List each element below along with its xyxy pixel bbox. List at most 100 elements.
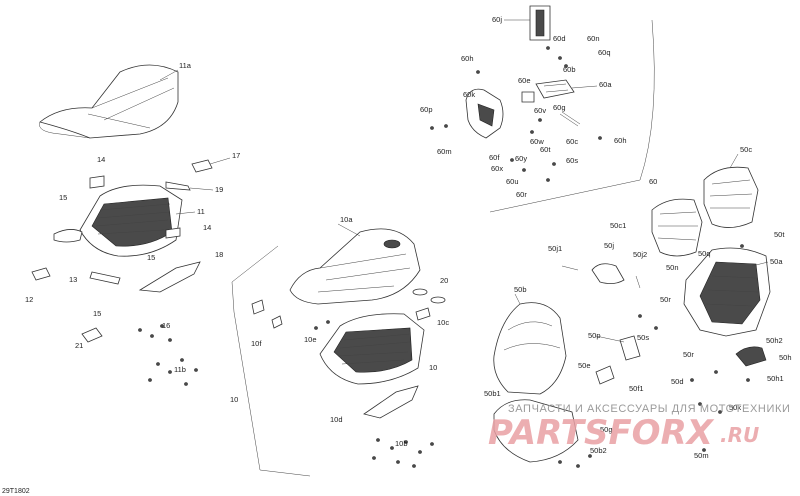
hardware-50 xyxy=(558,244,750,468)
watermark-logo: PARTSFORX xyxy=(488,413,715,453)
heat-shield-10d xyxy=(363,385,419,419)
callout-label: 60k xyxy=(463,90,475,99)
backrest-pad-50c xyxy=(703,166,759,228)
callout-label: 50j2 xyxy=(633,250,647,259)
callout-label: 60w xyxy=(530,137,544,146)
seat-cover-10a xyxy=(289,228,421,305)
watermark-suffix: .RU xyxy=(720,423,759,447)
watermark-tagline: ЗАПЧАСТИ И АКСЕССУАРЫ ДЛЯ МОТОТЕХНИКИ xyxy=(508,403,790,415)
callout-label: 50b2 xyxy=(590,446,607,455)
callout-label: 60t xyxy=(540,145,551,154)
callout-label: 15 xyxy=(147,253,155,262)
callout-label: 50s xyxy=(637,333,649,342)
hardware-10e-10b xyxy=(314,320,434,468)
callout-label: 20 xyxy=(440,276,448,285)
seat-cover-11a xyxy=(39,64,179,139)
hardware-60 xyxy=(430,46,602,182)
callout-label: 60p xyxy=(420,105,433,114)
callout-label: 60m xyxy=(437,147,452,156)
seat-cushion-50b1 xyxy=(493,399,579,463)
callout-label: 60j xyxy=(492,15,502,24)
callout-label: 60q xyxy=(598,48,611,57)
cover-50h xyxy=(735,346,767,367)
bracket-17 xyxy=(191,159,213,173)
callout-label: 50g xyxy=(600,425,613,434)
heat-shield-18 xyxy=(138,261,201,293)
callout-label: 50j xyxy=(604,241,614,250)
clip-14-lower xyxy=(165,227,181,239)
callout-label: 50r xyxy=(683,350,694,359)
callout-label: 60b xyxy=(563,65,576,74)
callout-label: 60h xyxy=(461,54,474,63)
callout-label: 50h1 xyxy=(767,374,784,383)
callout-label: 60y xyxy=(515,154,527,163)
latch-12 xyxy=(31,267,51,281)
callout-label: 18 xyxy=(215,250,223,259)
callout-label: 50a xyxy=(770,257,783,266)
callout-label: 10c xyxy=(437,318,449,327)
callout-label: 50q xyxy=(698,249,711,258)
callout-label: 11 xyxy=(197,207,205,216)
callout-label: 16 xyxy=(162,321,170,330)
callout-label: 50b xyxy=(514,285,527,294)
callout-label: 17 xyxy=(232,151,240,160)
frame-50a xyxy=(683,247,771,337)
callout-label: 11b xyxy=(174,365,186,374)
bracket-60e xyxy=(521,91,535,103)
callout-label: 10d xyxy=(330,415,343,424)
latch-10f xyxy=(251,299,283,329)
spring-60g xyxy=(559,111,581,127)
callout-label: 60f xyxy=(489,153,500,162)
callout-label: 60 xyxy=(649,177,657,186)
callout-label: 50e xyxy=(578,361,591,370)
handle-60j xyxy=(529,5,551,41)
bracket-60a xyxy=(535,79,575,99)
callout-label: 60r xyxy=(516,190,527,199)
watermark: ЗАПЧАСТИ И АКСЕССУАРЫ ДЛЯ МОТОТЕХНИКИ PA… xyxy=(488,403,790,453)
callout-label: 50p xyxy=(588,331,601,340)
callout-label: 60g xyxy=(553,103,566,112)
callout-label: 10e xyxy=(304,335,317,344)
callout-label: 50c xyxy=(740,145,752,154)
callout-label: 50m xyxy=(694,451,709,460)
callout-label: 60e xyxy=(518,76,531,85)
callout-label: 50f1 xyxy=(629,384,644,393)
backrest-pad-50c1 xyxy=(651,198,703,257)
callout-label: 60h xyxy=(614,136,627,145)
leader-lines xyxy=(159,19,769,343)
seat-base-11 xyxy=(53,184,183,257)
callout-label: 11a xyxy=(179,61,192,70)
hardware-16-11b xyxy=(138,324,198,386)
callout-label: 50k xyxy=(729,403,741,412)
callout-label: 21 xyxy=(75,341,83,350)
callout-label: 15 xyxy=(59,193,67,202)
pin-50j1 xyxy=(561,265,579,271)
callout-label: 60d xyxy=(553,34,566,43)
callout-label: 50r xyxy=(660,295,671,304)
callout-label: 50d xyxy=(671,377,684,386)
callout-label: 50j1 xyxy=(548,244,562,253)
clip-14-upper xyxy=(89,175,105,189)
seat-cushion-50b xyxy=(493,302,567,395)
callout-label: 13 xyxy=(69,275,77,284)
callout-label: 19 xyxy=(215,185,223,194)
callout-labels: 11a 14 17 19 15 11 14 12 13 15 18 15 16 … xyxy=(25,15,792,460)
callout-label: 10a xyxy=(340,215,353,224)
handle-50j xyxy=(591,263,625,284)
callout-label: 50h xyxy=(779,353,792,362)
rail-13 xyxy=(89,271,121,285)
seat-base-10 xyxy=(319,313,425,385)
diagram-code: 29T1802 xyxy=(2,488,30,495)
callout-label: 60x xyxy=(491,164,503,173)
callout-label: 60a xyxy=(599,80,612,89)
callout-label: 15 xyxy=(93,309,101,318)
part-20 xyxy=(412,288,446,304)
callout-label: 60u xyxy=(506,177,519,186)
callout-label: 10f xyxy=(251,339,262,348)
backrest-frame-60k xyxy=(465,88,504,139)
callout-label: 60n xyxy=(587,34,600,43)
callout-label: 60s xyxy=(566,156,578,165)
callout-label: 60c xyxy=(566,137,578,146)
callout-label: 50n xyxy=(666,263,679,272)
